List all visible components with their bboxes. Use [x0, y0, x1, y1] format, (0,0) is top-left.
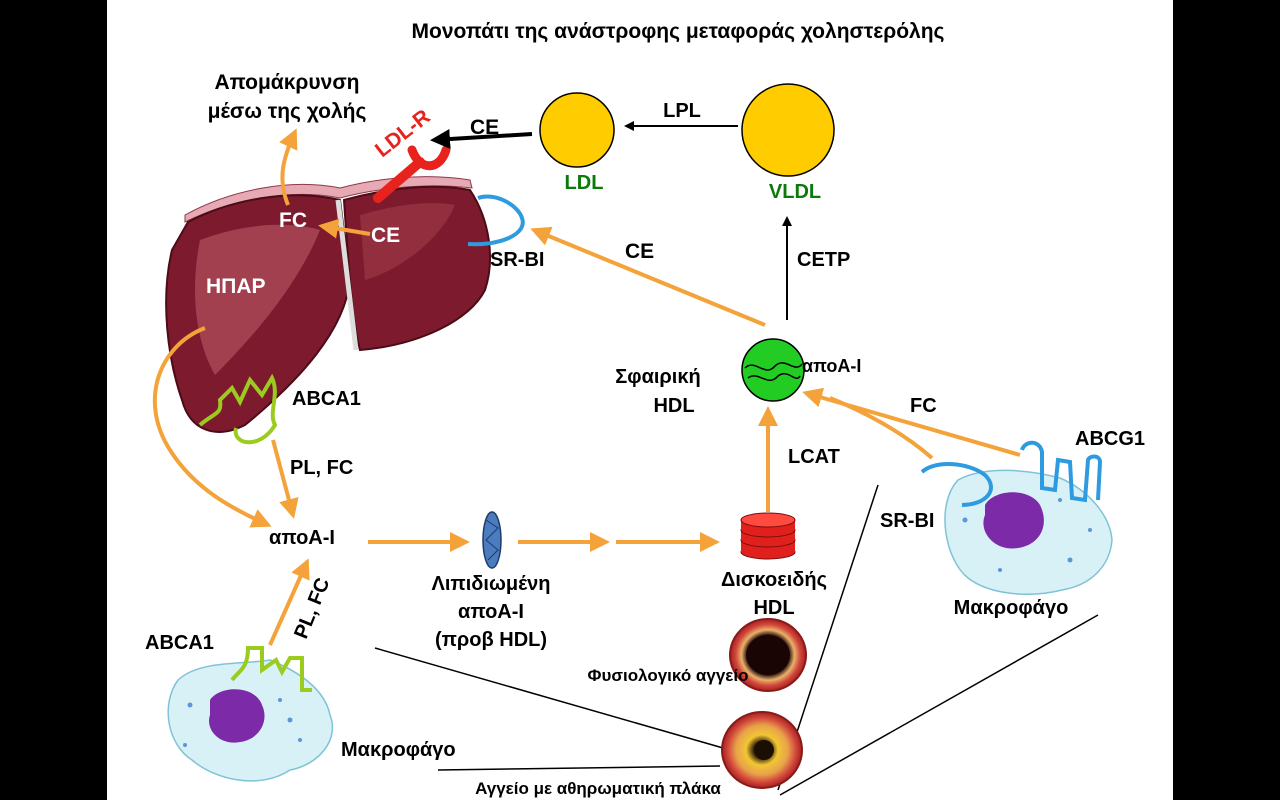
sr-bi-liver-receptor: [467, 194, 525, 247]
ce-top-label: CE: [470, 116, 499, 139]
ldl-particle: [539, 92, 615, 168]
bile-excretion-label-2: μέσω της χολής: [208, 100, 367, 123]
abca1-macrophage-label: ABCA1: [145, 632, 214, 654]
lipidated-apoai-label-2: αποA-I: [458, 601, 524, 623]
spherical-hdl-label-1: Σφαιρική: [615, 366, 700, 388]
liver-illustration: [165, 176, 491, 433]
liver-ligament: [335, 199, 359, 351]
fc-right-label: FC: [910, 395, 937, 417]
lpl-label: LPL: [663, 100, 701, 122]
abca1-liver-transporter: [198, 373, 278, 445]
ldl-label: LDL: [565, 172, 604, 194]
sr-bi-liver-label: SR-BI: [490, 249, 544, 271]
liver-right-highlight: [360, 203, 455, 280]
arrow-fc-srbi: [829, 396, 934, 460]
hepar-label: ΗΠΑΡ: [206, 275, 266, 298]
abcg1-transporter: [1020, 440, 1103, 503]
ce-mid-label: CE: [625, 240, 654, 263]
connector-line-1: [374, 647, 731, 751]
ldl-r-label: LDL-R: [371, 105, 435, 162]
spherical-hdl-particle: [741, 338, 805, 402]
vldl-particle: [741, 83, 835, 177]
macrophage-left-label: Μακροφάγο: [341, 739, 456, 761]
plaque-vessel-illustration: [721, 711, 803, 789]
pl-fc-liver-label: PL, FC: [290, 457, 353, 479]
lipidated-apoai-particle: [482, 511, 502, 569]
macrophage-right-nucleus: [983, 492, 1044, 549]
sr-bi-macrophage-label: SR-BI: [880, 510, 934, 532]
lcat-label: LCAT: [788, 446, 840, 468]
abca1-macrophage-transporter: [230, 646, 312, 692]
sr-bi-macrophage-receptor: [920, 462, 993, 507]
ce-liver-label: CE: [371, 224, 400, 247]
apoai-main-label: αποA-I: [269, 527, 335, 549]
connector-line-4: [779, 614, 1099, 796]
bile-excretion-label-1: Απομάκρυνση: [214, 71, 359, 94]
macrophage-right-illustration: [920, 440, 1113, 595]
discoidal-hdl-label-1: Δισκοειδής: [721, 569, 827, 591]
arrow-hdl-to-srbi: [530, 226, 766, 327]
macrophage-right-label: Μακροφάγο: [954, 597, 1069, 619]
discoidal-hdl-label-2: HDL: [753, 597, 794, 619]
plaque-vessel-label: Αγγείο με αθηρωματική πλάκα: [475, 779, 721, 798]
connector-line-2: [437, 765, 721, 771]
cetp-label: CETP: [797, 249, 850, 271]
arrow-pl-fc-liver: [271, 439, 299, 519]
slide-canvas: Μονοπάτι της ανάστροφης μεταφοράς χοληστ…: [107, 0, 1173, 800]
arrow-ce-to-ldlr: [430, 129, 533, 150]
ldl-receptor: [373, 145, 451, 203]
normal-vessel-illustration: [729, 618, 807, 692]
lipidated-apoai-label-1: Λιπιδιωμένη: [432, 573, 551, 595]
arrow-liver-to-apoai: [152, 326, 272, 528]
macrophage-left-nucleus: [209, 689, 265, 743]
liver-left-highlight: [195, 224, 320, 375]
diagram-title: Μονοπάτι της ανάστροφης μεταφοράς χοληστ…: [412, 20, 945, 43]
apoai-sphere-label: αποA-I: [802, 356, 861, 376]
arrow-pl-fc-macro: [268, 558, 310, 646]
abcg1-label: ABCG1: [1075, 428, 1145, 450]
vldl-label: VLDL: [769, 181, 821, 203]
arrow-fc-to-bile: [279, 128, 298, 206]
abca1-liver-label: ABCA1: [292, 388, 361, 410]
normal-vessel-label: Φυσιολογικό αγγείο: [588, 666, 749, 685]
arrow-ce-to-fc: [318, 218, 371, 239]
reverse-cholesterol-transport-diagram: Μονοπάτι της ανάστροφης μεταφοράς χοληστ…: [145, 20, 1145, 798]
fc-liver-label: FC: [279, 209, 307, 232]
lipidated-apoai-label-3: (προβ HDL): [435, 629, 547, 651]
macrophage-left-illustration: [167, 646, 334, 782]
discoidal-hdl-stack: [740, 512, 796, 560]
spherical-hdl-label-2: HDL: [653, 395, 694, 417]
